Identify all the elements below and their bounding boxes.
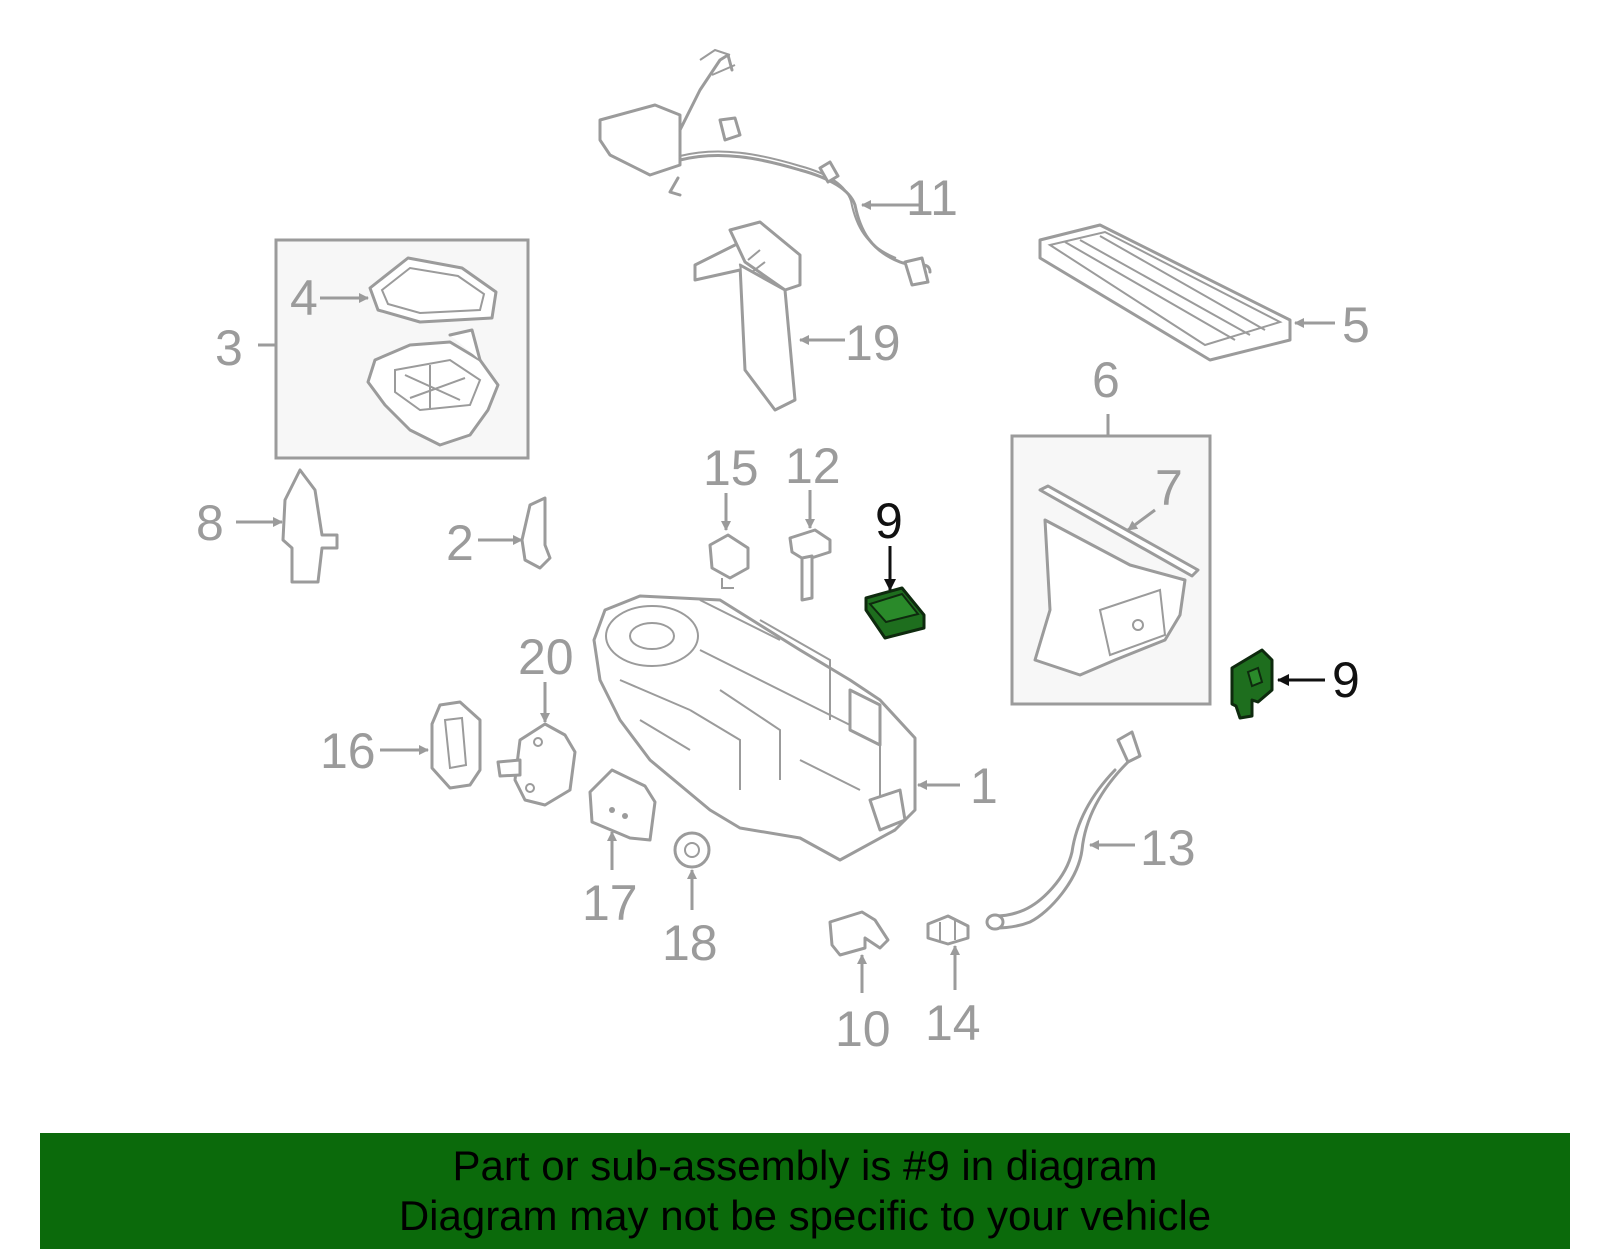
part-19-duct [693,220,802,412]
banner-line-disclaimer: Diagram may not be specific to your vehi… [398,1192,1212,1239]
callout-14: 14 [925,995,981,1051]
callout-19: 19 [845,315,901,371]
callout-9-right: 9 [1332,652,1360,708]
callout-11: 11 [906,170,958,226]
callout-10: 10 [835,1001,891,1057]
part-17-module [588,768,657,842]
callout-4: 4 [290,270,318,326]
callout-12: 12 [785,438,841,494]
callout-20: 20 [518,629,574,685]
callout-1: 1 [970,758,998,814]
info-banner: Part or sub-assembly is #9 in diagram Di… [40,1133,1570,1249]
parts-diagram: 11 19 5 3 4 8 2 [196,48,1370,1057]
part-1-hvac-housing [592,594,917,862]
callout-9-center: 9 [875,493,903,549]
callout-6: 6 [1092,352,1120,408]
part-5-cabin-filter [1038,223,1292,362]
part-10-clip [828,910,890,957]
part-14-fitting [926,914,970,946]
part-4-seal [368,256,498,324]
part-15-relay [708,533,750,589]
part-20-actuator [496,722,577,807]
callout-7: 7 [1155,460,1183,516]
banner-line-part: Part or sub-assembly is #9 in diagram [452,1142,1158,1189]
part-3-blower-housing [366,328,500,447]
part-11-wiring-harness [598,48,932,287]
part-9-actuator-right-highlighted [1230,648,1274,720]
callout-2: 2 [446,515,474,571]
callout-5: 5 [1342,297,1370,353]
callout-16: 16 [320,723,376,779]
part-13-drain-hose [985,730,1142,931]
part-12-sensor [788,528,832,602]
callout-18: 18 [662,915,718,971]
callout-17: 17 [582,875,638,931]
part-8-bracket [281,468,339,584]
part-2-clip [520,496,552,570]
part-9-actuator-highlighted [864,586,926,640]
callout-3: 3 [215,320,243,376]
callout-8: 8 [196,495,224,551]
callout-15: 15 [703,440,759,496]
part-7-duct-seal [1033,484,1200,677]
part-16-grommet [430,700,482,790]
callout-13: 13 [1140,820,1196,876]
part-18-grommet [673,831,711,869]
